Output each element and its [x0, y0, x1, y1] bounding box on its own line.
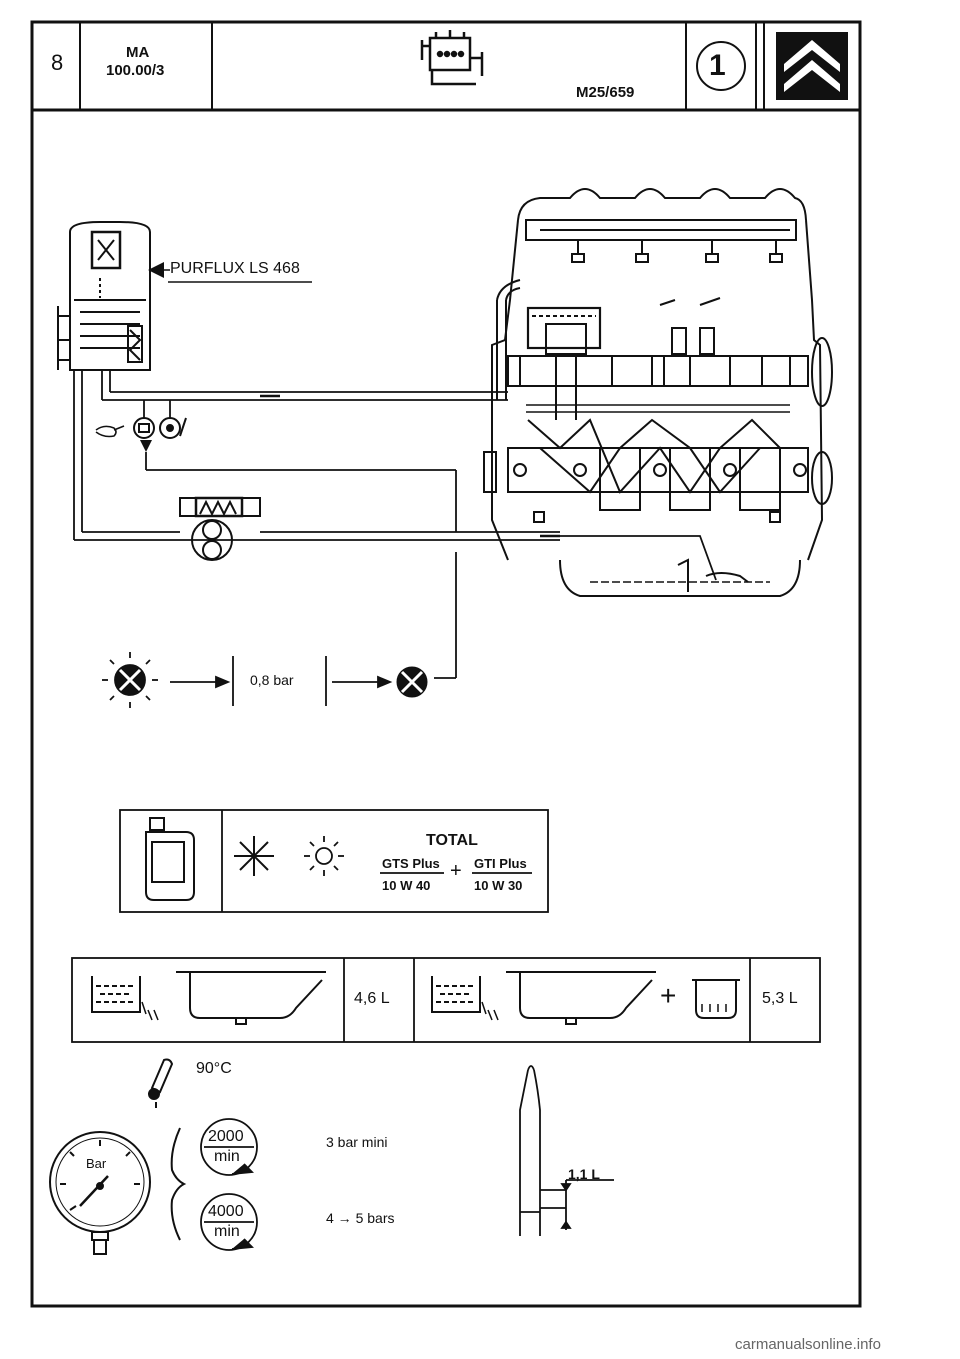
page-number: 8	[51, 50, 64, 75]
volume-with-filter: 5,3 L	[762, 990, 798, 1007]
oil-temperature: 90°C	[196, 1060, 232, 1077]
pressure-value: 0,8 bar	[250, 672, 294, 688]
gauge-brackets	[170, 1127, 187, 1241]
rpm-4000-badge	[200, 1193, 258, 1251]
oil-brand: TOTAL	[426, 832, 478, 849]
drain-icon-2	[431, 976, 499, 1021]
oil-pump	[179, 496, 261, 561]
snowflake-icon	[234, 836, 274, 876]
drawing-ref: M25/659	[576, 84, 635, 101]
drain-icon-1	[91, 976, 159, 1021]
rpm-2000-badge	[200, 1118, 258, 1176]
capacity-box	[71, 957, 821, 1043]
filter-pointer-arrow	[148, 262, 164, 278]
oil-filter	[57, 221, 151, 371]
page-frame	[30, 20, 862, 1308]
oil-plus-sign: +	[450, 860, 462, 882]
oil-grade1-visc: 10 W 40	[382, 878, 431, 893]
warning-lamp-off	[102, 652, 158, 708]
section-code: MA	[126, 44, 150, 61]
oil-canister-icon	[145, 817, 195, 901]
pressure-flow-arrows	[170, 656, 393, 706]
oil-grade2-name: GTI Plus	[474, 856, 527, 871]
sump-icon-2	[506, 971, 656, 1025]
citroen-logo	[776, 32, 848, 100]
oil-circuit	[73, 370, 717, 679]
oil-can-icon	[95, 425, 125, 438]
gauge-label: Bar	[86, 1156, 107, 1171]
sun-icon	[304, 836, 344, 876]
rpm-unit-1: min	[214, 1148, 240, 1165]
dipstick-icon	[519, 1065, 614, 1236]
pressure-at-2000: 3 bar mini	[326, 1134, 388, 1150]
pressure-switches	[133, 417, 187, 439]
oil-spec-box	[119, 809, 549, 913]
circle-number: 1	[709, 49, 726, 82]
rpm-2000: 2000	[208, 1128, 244, 1145]
sump-icon-1	[176, 971, 326, 1025]
dipstick-volume: 1,1 L	[568, 1166, 600, 1182]
rpm-4000: 4000	[208, 1203, 244, 1220]
pressure-gauge-icon	[49, 1131, 151, 1255]
filter-cartridge-icon	[692, 979, 740, 1019]
number-circle	[696, 41, 746, 91]
filter-label: PURFLUX LS 468	[170, 260, 300, 277]
oil-grade2-visc: 10 W 30	[474, 878, 523, 893]
warning-lamp-on	[396, 666, 428, 698]
section-ref: 100.00/3	[106, 62, 165, 79]
capacity-plus-sign: +	[660, 980, 677, 1011]
oil-grade1-name: GTS Plus	[382, 856, 440, 871]
volume-without-filter: 4,6 L	[354, 990, 390, 1007]
switch-arrow	[140, 440, 152, 452]
pressure-at-4000: 4 → 5 bars	[326, 1210, 395, 1226]
engine-block	[483, 188, 833, 597]
watermark: carmanualsonline.info	[735, 1336, 881, 1353]
rpm-unit-2: min	[214, 1223, 240, 1240]
engine-icon	[420, 30, 484, 86]
thermometer-icon	[148, 1058, 174, 1108]
